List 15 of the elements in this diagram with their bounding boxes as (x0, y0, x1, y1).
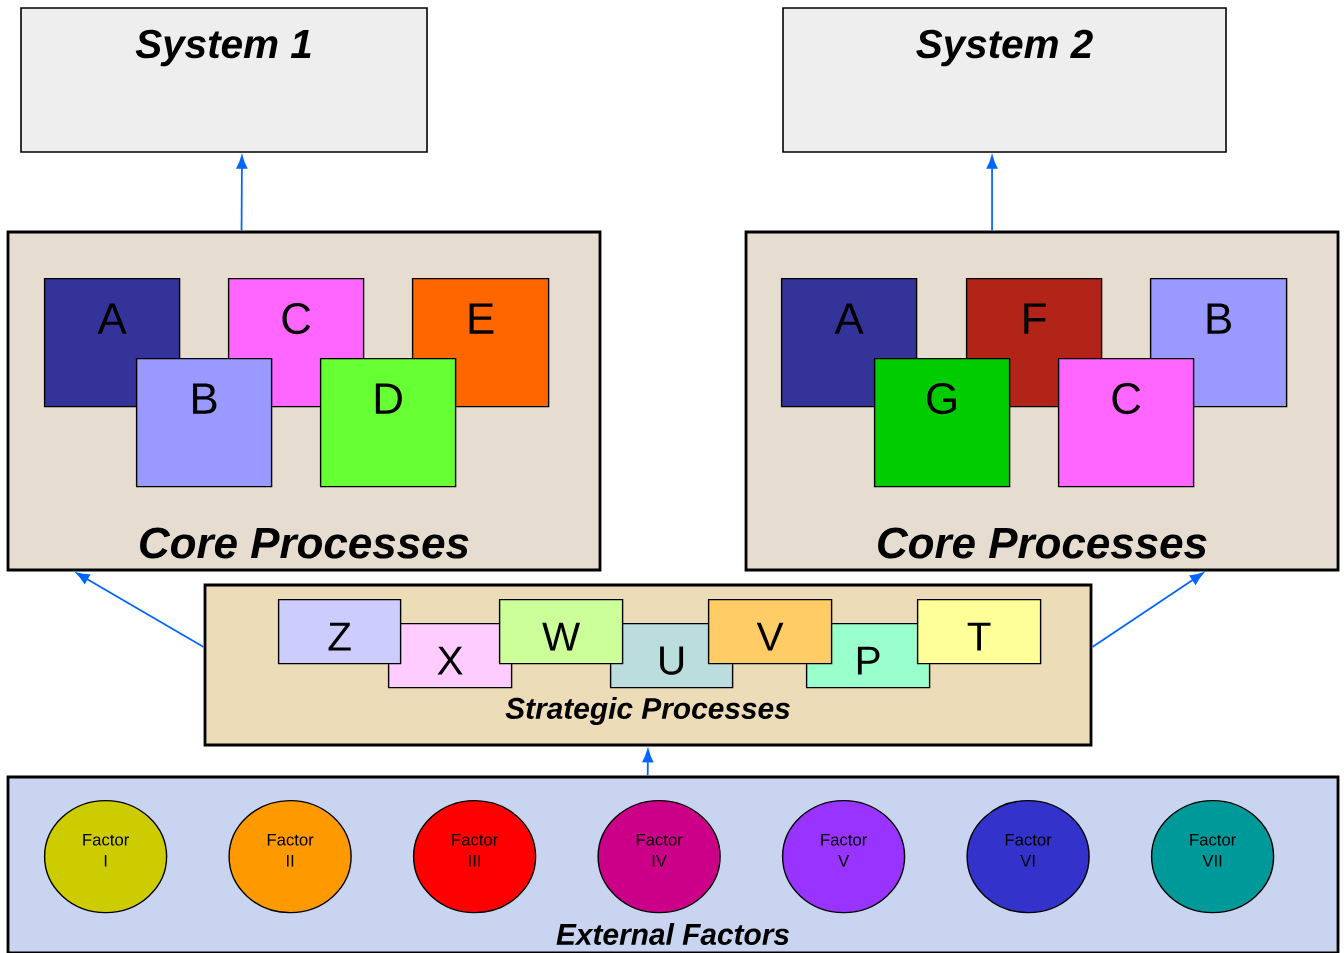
process-box: W (498, 598, 624, 665)
system-box: System 1 (20, 7, 428, 153)
arrow (76, 572, 205, 648)
process-box: Z (277, 598, 402, 665)
process-box: V (707, 598, 833, 665)
process-square: B (135, 357, 273, 488)
arrow (1091, 572, 1204, 648)
process-box: T (916, 598, 1042, 665)
process-square: C (1057, 357, 1195, 488)
system-box: System 2 (782, 7, 1227, 153)
process-square: G (873, 357, 1011, 488)
arrow (986, 155, 998, 232)
process-square: D (319, 357, 457, 488)
arrow (236, 155, 248, 232)
arrow (642, 749, 654, 777)
